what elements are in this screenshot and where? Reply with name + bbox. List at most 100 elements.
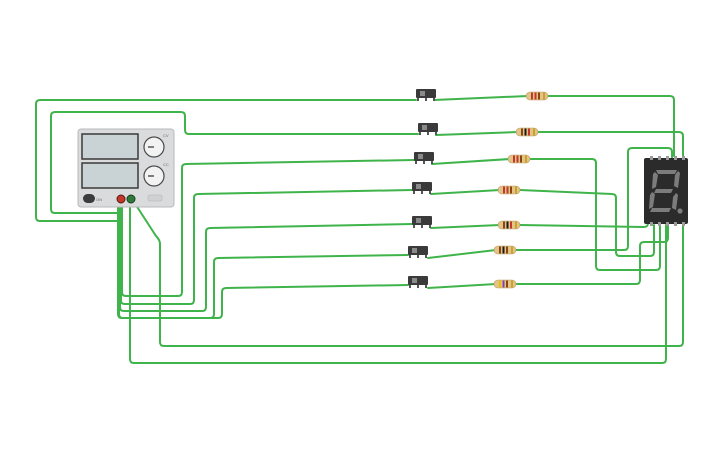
switch-pin xyxy=(431,161,433,164)
switch-pin xyxy=(427,132,429,135)
resistor-band xyxy=(511,246,513,254)
wire[interactable] xyxy=(529,158,661,271)
resistor-band xyxy=(534,92,537,100)
display-pin[interactable] xyxy=(650,156,653,160)
resistors xyxy=(493,91,549,289)
switch-slider[interactable] xyxy=(416,218,421,223)
resistor[interactable] xyxy=(493,245,517,255)
resistor-band xyxy=(506,186,509,194)
segment-a xyxy=(656,170,677,174)
switch-slider[interactable] xyxy=(416,184,421,189)
slide-switch[interactable] xyxy=(408,246,428,258)
wire[interactable] xyxy=(50,111,419,214)
switch-pin xyxy=(425,255,427,258)
display-pin[interactable] xyxy=(666,156,669,160)
switch-body xyxy=(418,123,438,132)
wire[interactable] xyxy=(35,99,417,222)
slide-switch[interactable] xyxy=(412,216,432,228)
switch-slider[interactable] xyxy=(412,248,417,253)
slide-switch[interactable] xyxy=(418,123,438,135)
resistor-band xyxy=(521,128,523,136)
power-on-label: ON xyxy=(96,197,102,202)
display-pin[interactable] xyxy=(682,156,685,160)
wire[interactable] xyxy=(430,189,501,195)
resistor-band xyxy=(528,128,530,136)
switch-pin xyxy=(415,161,417,164)
resistor-band xyxy=(503,186,505,194)
wire[interactable] xyxy=(515,224,669,285)
resistor-band xyxy=(506,246,508,254)
resistor-band xyxy=(513,155,515,163)
switch-slider[interactable] xyxy=(418,154,423,159)
slide-switch[interactable] xyxy=(408,276,428,288)
display-pin[interactable] xyxy=(682,222,685,226)
wires xyxy=(35,95,684,364)
resistor-band xyxy=(510,221,512,229)
switches xyxy=(408,89,438,288)
switch-body xyxy=(412,216,432,225)
segment-b xyxy=(674,171,680,188)
power-supply[interactable]: CV CC ON xyxy=(77,128,175,208)
switch-body xyxy=(408,246,428,255)
wire[interactable] xyxy=(117,198,409,319)
resistor[interactable] xyxy=(497,185,521,195)
wire[interactable] xyxy=(119,198,413,312)
wire[interactable] xyxy=(121,159,415,297)
segment-e xyxy=(649,192,655,209)
resistor[interactable] xyxy=(497,220,521,230)
switch-pin xyxy=(429,225,431,228)
slide-switch[interactable] xyxy=(412,182,432,194)
switch-body xyxy=(408,276,428,285)
display-bottom-pins xyxy=(650,222,685,226)
wire[interactable] xyxy=(427,283,497,289)
switch-pin xyxy=(425,98,427,101)
wire[interactable] xyxy=(427,249,497,259)
display-pin[interactable] xyxy=(658,222,661,226)
resistor-band xyxy=(503,221,505,229)
negative-terminal[interactable] xyxy=(126,194,136,204)
switch-pin xyxy=(421,191,423,194)
display-pin[interactable] xyxy=(674,222,677,226)
switch-slider[interactable] xyxy=(412,278,417,283)
resistor-band xyxy=(543,92,545,100)
wire[interactable] xyxy=(120,189,413,305)
resistor[interactable] xyxy=(493,279,517,289)
voltage-knob-label: CV xyxy=(163,133,169,138)
wire[interactable] xyxy=(131,131,684,347)
switch-slider[interactable] xyxy=(420,91,425,96)
slide-switch[interactable] xyxy=(416,89,436,101)
switch-slider[interactable] xyxy=(422,125,427,130)
display-pin[interactable] xyxy=(674,156,677,160)
wire[interactable] xyxy=(515,147,673,251)
resistor[interactable] xyxy=(525,91,549,101)
resistor-band xyxy=(506,221,509,229)
wire[interactable] xyxy=(519,189,655,257)
display-segments xyxy=(649,170,680,212)
display-pin[interactable] xyxy=(650,222,653,226)
wire[interactable] xyxy=(118,198,409,319)
display-pin[interactable] xyxy=(666,222,669,226)
switch-pin xyxy=(433,98,435,101)
slide-switch[interactable] xyxy=(414,152,434,164)
positive-terminal[interactable] xyxy=(116,194,126,204)
display-decimal-point xyxy=(677,208,683,214)
wire[interactable] xyxy=(430,224,501,229)
segment-c xyxy=(672,193,678,210)
display-pin[interactable] xyxy=(658,156,661,160)
resistor-band xyxy=(516,155,519,163)
wire[interactable] xyxy=(129,198,667,364)
wire[interactable] xyxy=(545,95,675,157)
wire[interactable] xyxy=(435,131,519,136)
seven-segment-display[interactable] xyxy=(644,156,688,226)
power-toggle[interactable] xyxy=(83,194,95,203)
switch-pin xyxy=(413,225,415,228)
segment-g xyxy=(654,189,673,193)
resistor[interactable] xyxy=(515,127,539,137)
resistor-band xyxy=(524,128,527,136)
switch-pin xyxy=(435,132,437,135)
resistor-band xyxy=(515,221,517,229)
wire[interactable] xyxy=(431,158,511,165)
resistor[interactable] xyxy=(507,154,531,164)
wire[interactable] xyxy=(433,95,529,101)
